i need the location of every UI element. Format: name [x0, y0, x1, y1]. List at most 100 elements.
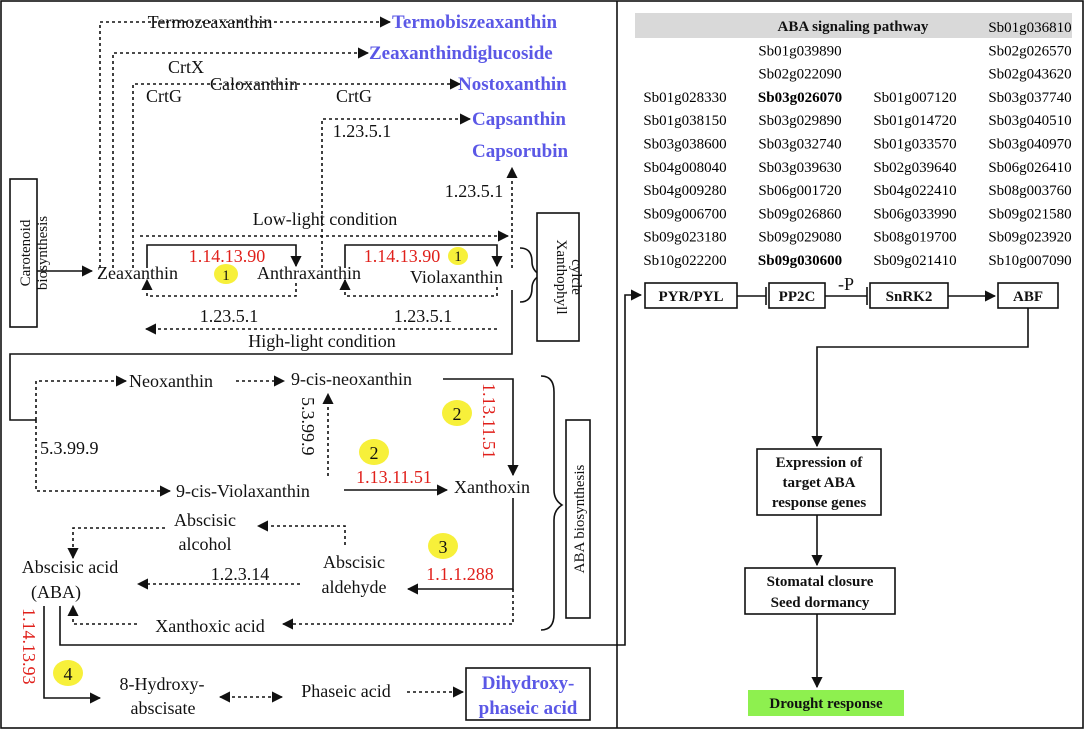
- abf-to-expression-arrow: [811, 308, 1029, 448]
- gene-id: Sb09g023920: [988, 230, 1071, 246]
- gene-id: Sb09g021410: [873, 253, 956, 269]
- neo-to-xanthoxin-arrow: [443, 378, 519, 477]
- abscisic-alcohol-2: alcohol: [179, 534, 232, 554]
- gene-id: Sb03g032740: [758, 137, 841, 153]
- gene-id: Sb01g007120: [873, 90, 956, 106]
- dihydroxy-phaseic-acid-1: Dihydroxy-: [482, 673, 575, 694]
- stomatal-closure: Stomatal closure: [767, 574, 874, 590]
- violaxanthin: Violaxanthin: [410, 267, 503, 287]
- seed-dormancy: Seed dormancy: [771, 595, 870, 611]
- gene-id: Sb02g022090: [758, 67, 841, 83]
- zeaxanthindiglu-path: [112, 47, 370, 268]
- marker-4: [53, 660, 83, 686]
- enzyme-1.23.5.1-right: 1.23.5.1: [445, 181, 504, 201]
- expression-box: [756, 448, 882, 516]
- gene-id: Sb01g036810: [988, 20, 1071, 36]
- marker-3-label: 3: [439, 537, 448, 557]
- anthra-to-viola-arrow: [344, 244, 503, 268]
- gene-id: Sb03g029890: [758, 113, 841, 129]
- gene-id: Sb01g039890: [758, 43, 841, 59]
- xanthoxin-to-xanthoxic-arrow: [281, 589, 514, 630]
- 9-cis-neoxanthin: 9-cis-neoxanthin: [291, 369, 412, 389]
- snrk2: SnRK2: [886, 289, 933, 305]
- gene-id: Sb02g043620: [988, 67, 1071, 83]
- stomatal-box: [744, 567, 896, 615]
- gene-id: Sb03g038600: [643, 137, 726, 153]
- expression-line-1: Expression of: [776, 455, 864, 471]
- gene-id: Sb03g040510: [988, 113, 1071, 129]
- enzyme-1.2.3.14: 1.2.3.14: [211, 564, 270, 584]
- gene-id: Sb08g019700: [873, 230, 956, 246]
- alcohol-to-aba-arrow: [67, 527, 165, 560]
- gene-id: Sb09g023180: [643, 230, 726, 246]
- xanthoxic-acid: Xanthoxic acid: [155, 616, 264, 636]
- gene-id: Sb01g028330: [643, 90, 726, 106]
- enzyme-1.23.5.1-top: 1.23.5.1: [333, 121, 392, 141]
- to-neoxanthin-arrow: [35, 375, 128, 420]
- gene-id: Sb06g001720: [758, 183, 841, 199]
- gene-id: Sb01g033570: [873, 137, 956, 153]
- abscisic-aldehyde-1: Abscisic: [323, 552, 385, 572]
- xanthophyll-cycle-box: [536, 212, 580, 342]
- pp2c-box: [768, 282, 826, 309]
- marker-1-b: [448, 247, 468, 265]
- neoxanthin: Neoxanthin: [129, 371, 213, 391]
- abf: ABF: [1013, 289, 1043, 305]
- pyr-pyl: PYR/PYL: [659, 289, 724, 305]
- enzyme-crtg-2: CrtG: [336, 86, 372, 106]
- gene-id: Sb06g033990: [873, 206, 956, 222]
- gene-id: Sb03g026070: [758, 90, 842, 106]
- aldehyde-to-alcohol-arrow: [256, 520, 346, 545]
- gene-id: Sb06g026410: [988, 160, 1071, 176]
- enzyme-5.3.99.9-vertical: 5.3.99.9: [298, 397, 318, 456]
- enzyme-crtx: CrtX: [168, 57, 204, 77]
- nostoxanthin-path: [132, 78, 462, 268]
- drought-response-box: [748, 690, 904, 716]
- aba-to-receptor-arrow: [59, 289, 643, 646]
- 8-hydroxy-abscisate-1: 8-Hydroxy-: [120, 674, 205, 694]
- enzyme-1.23.5.1-left: 1.23.5.1: [200, 306, 259, 326]
- viola-to-anthra-arrow: [339, 278, 498, 297]
- gene-id: Sb03g040970: [988, 137, 1071, 153]
- xanthophyll-label-2: cylcle: [568, 259, 584, 295]
- pyr-pyl-box: [644, 282, 738, 309]
- marker-1-b-label: 1: [454, 249, 462, 265]
- marker-2-a: [442, 400, 472, 426]
- gene-id: Sb10g022200: [643, 253, 726, 269]
- enzyme-1.13.11.51-vertical: 1.13.11.51: [479, 383, 499, 459]
- signaling-title-bar: [635, 13, 1072, 38]
- 9-cis-violaxanthin: 9-cis-Violaxanthin: [176, 481, 310, 501]
- gene-id: Sb03g039630: [758, 160, 841, 176]
- enzyme-1.14.13.93: 1.14.13.93: [19, 608, 39, 685]
- enzyme-5.3.99.9-left: 5.3.99.9: [40, 438, 99, 458]
- xanthoxin: Xanthoxin: [454, 477, 530, 497]
- aba-to-hydroxy-arrow: [43, 606, 102, 704]
- enzyme-1.14.13.90-b: 1.14.13.90: [364, 246, 441, 266]
- marker-1-a-label: 1: [222, 268, 230, 284]
- abscisic-alcohol-1: Abscisic: [174, 510, 236, 530]
- gene-id: Sb09g006700: [643, 206, 726, 222]
- nostoxanthin: Nostoxanthin: [458, 74, 567, 95]
- expression-line-2: target ABA: [783, 475, 856, 491]
- capsanthin-path: [321, 113, 472, 268]
- termozeaxanthin: Termozeaxanthin: [148, 12, 273, 32]
- low-light-condition: Low-light condition: [253, 209, 397, 229]
- abf-box: [997, 282, 1059, 309]
- signaling-title: ABA signaling pathway: [778, 19, 929, 35]
- carotenoid-label-1: Carotenoid: [18, 219, 34, 286]
- abscisic-aldehyde-2: aldehyde: [322, 577, 387, 597]
- capsorubin: Capsorubin: [472, 141, 569, 162]
- xanthophyll-label-1: Xanthophyll: [553, 240, 569, 315]
- anthraxanthin: Anthraxanthin: [257, 263, 361, 283]
- connector-to-aba: [9, 290, 513, 421]
- gene-table: Sb01g028330Sb01g038150Sb03g038600Sb04g00…: [643, 20, 1071, 269]
- abscisic-acid-abbr: (ABA): [31, 582, 81, 603]
- aba-biosynthesis-label: ABA biosynthesis: [572, 464, 588, 573]
- gene-id: Sb09g021580: [988, 206, 1071, 222]
- gene-id: Sb04g022410: [873, 183, 956, 199]
- zeaxanthin: Zeaxanthin: [97, 263, 178, 283]
- enzyme-1.13.11.51: 1.13.11.51: [356, 467, 432, 487]
- drought-response: Drought response: [769, 696, 883, 712]
- gene-id: Sb09g030600: [758, 253, 842, 269]
